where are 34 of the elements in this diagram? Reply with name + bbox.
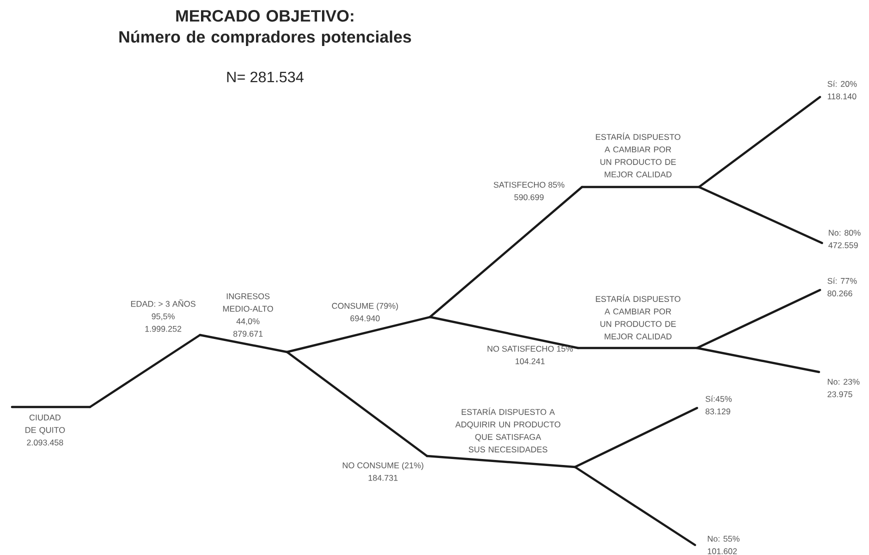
branch-label: No: 55% 101.602 (708, 536, 740, 554)
branch-line (696, 288, 822, 350)
branch-line (286, 316, 432, 354)
total-count: N= 281.534 (227, 72, 304, 82)
branch-line (198, 334, 288, 354)
branch-label: No: 23% 23.975 (828, 378, 860, 398)
branch-line (698, 186, 824, 244)
branch-line (580, 186, 700, 188)
branch-line (696, 346, 820, 374)
branch-label: EDAD: > 3 AÑOS 95,5% 1.999.252 (131, 299, 196, 332)
branch-line (426, 454, 576, 468)
branch-line (576, 346, 698, 350)
branch-label: Sí: 77% 80.266 (828, 278, 857, 296)
branch-label: NO SATISFECHO 15% 104.241 (488, 346, 573, 364)
branch-label: NO CONSUME (21%) 184.731 (342, 462, 424, 481)
branch-label: SATISFECHO 85% 590.699 (494, 182, 564, 200)
branch-line (574, 466, 696, 546)
branch-label: No: 80% 472.559 (828, 230, 861, 248)
branch-line (428, 186, 584, 318)
branch-label: Sí: 20% 118.140 (828, 80, 857, 100)
branch-label: ESTARÍA DISPUESTO A CAMBIAR POR UN PRODUCTO DE MEJOR CALIDAD (596, 294, 680, 340)
branch-line (574, 406, 698, 468)
branch-line (10, 406, 92, 408)
branch-line (88, 334, 202, 408)
branch-line (286, 350, 428, 458)
branch-label: CIUDAD DE QUITO 2.093.458 (25, 414, 65, 446)
branch-line (698, 96, 822, 188)
branch-label: CONSUME (79%) 694.940 (332, 302, 398, 322)
branch-label: Sí:45% 83.129 (706, 396, 732, 414)
title: MERCADO OBJETIVO: Número de compradores potenciales (119, 10, 411, 46)
branch-line (428, 316, 580, 350)
branch-label: INGRESOS MEDIO-ALTO 44,0% 879.671 (223, 293, 274, 337)
branch-label: ESTARÍA DISPUESTO A ADQUIRIR UN PRODUCTO QUE SATISFAGA SUS NECESIDADES (455, 408, 560, 452)
branch-label: ESTARÍA DISPUESTO A CAMBIAR POR UN PRODUCTO DE MEJOR CALIDAD (596, 132, 680, 178)
